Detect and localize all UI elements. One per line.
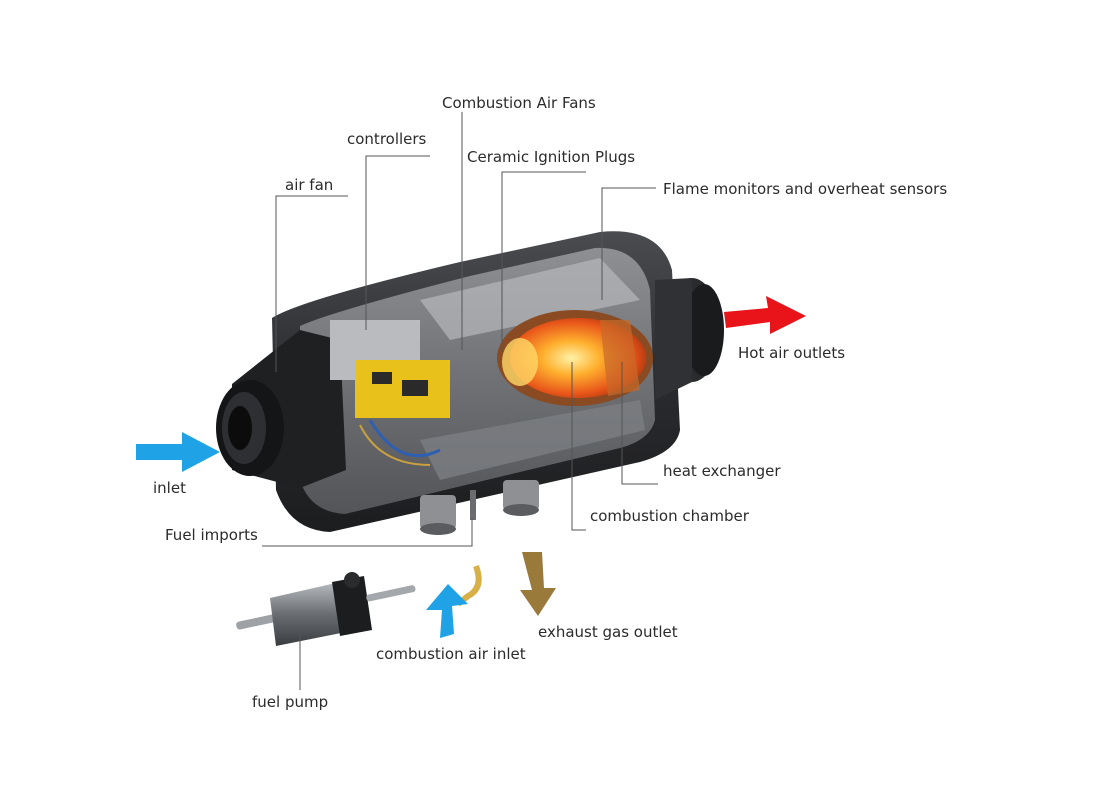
inlet-arrow: [136, 432, 220, 472]
label-fuel-imports: Fuel imports: [165, 526, 258, 544]
hot-air-outlet-arrow: [724, 296, 806, 334]
label-heat-exchanger: heat exchanger: [663, 462, 781, 480]
outlet-cylinder: [655, 278, 724, 400]
leader-air-fan: [275, 195, 348, 372]
controller-unit: [330, 320, 450, 466]
label-ceramic-ignition-plugs: Ceramic Ignition Plugs: [467, 148, 636, 166]
label-controllers: controllers: [347, 130, 427, 148]
exhaust-nozzles: [420, 480, 539, 535]
label-hot-air-outlets: Hot air outlets: [738, 344, 846, 362]
air-fan-inlet-cone: [216, 330, 346, 488]
label-exhaust-gas-outlet: exhaust gas outlet: [538, 623, 678, 641]
fuel-pump: [236, 572, 416, 646]
label-fuel-pump: fuel pump: [252, 693, 329, 711]
exhaust-gas-arrow: [520, 552, 556, 616]
combustion-air-inlet-arrow: [426, 584, 468, 638]
leader-combustion-chamber: [571, 362, 586, 531]
leader-controllers: [365, 155, 430, 330]
combustion-chamber: [497, 310, 653, 406]
label-combustion-air-inlet: combustion air inlet: [376, 645, 526, 663]
label-combustion-air-fans: Combustion Air Fans: [442, 94, 596, 112]
label-flame-monitors: Flame monitors and overheat sensors: [663, 180, 948, 198]
leader-heat-exchanger: [621, 362, 658, 485]
leader-fuel-imports: [262, 518, 473, 547]
combustion-air-tube: [456, 564, 482, 607]
leader-lines: [262, 112, 658, 690]
label-combustion-chamber: combustion chamber: [590, 507, 749, 525]
label-air-fan: air fan: [285, 176, 334, 194]
leader-ceramic-ignition: [501, 171, 586, 352]
label-inlet: inlet: [153, 479, 186, 497]
leader-flame-monitors: [601, 187, 656, 300]
